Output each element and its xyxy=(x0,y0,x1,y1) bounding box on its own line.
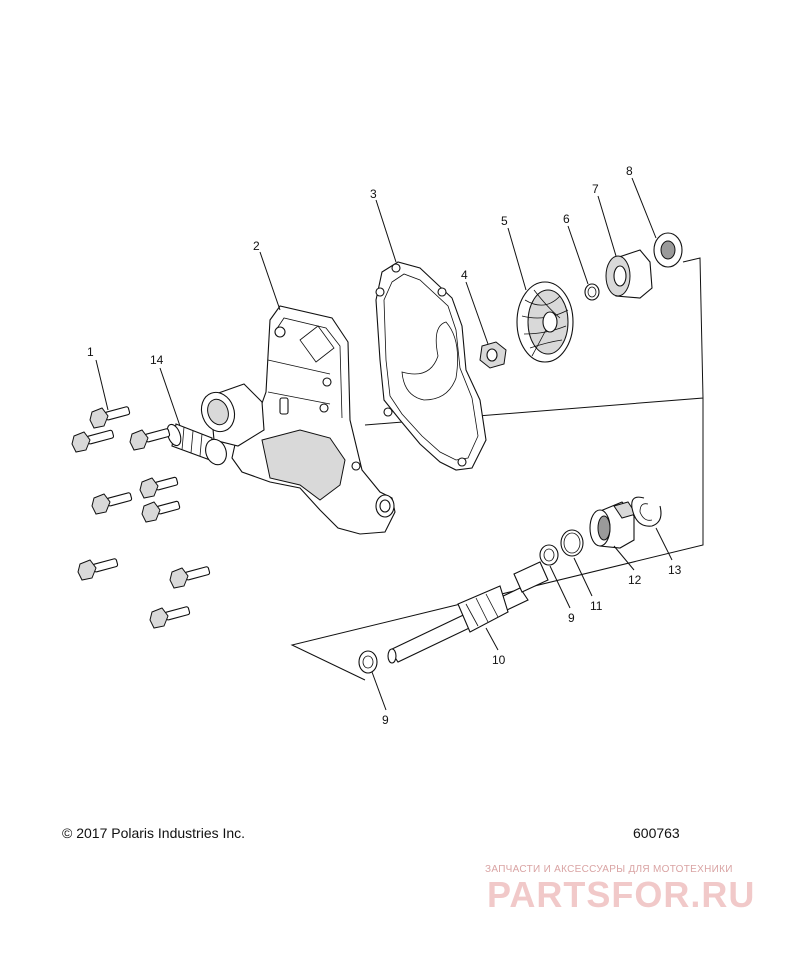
callout-2: 2 xyxy=(253,239,260,253)
seal-part xyxy=(605,249,653,299)
callout-14: 14 xyxy=(150,353,164,367)
callout-9-upper: 9 xyxy=(568,611,575,625)
callout-11: 11 xyxy=(590,599,603,613)
bolt xyxy=(77,558,119,581)
callout-4: 4 xyxy=(461,268,468,282)
snap-ring-part xyxy=(631,496,662,527)
copyright-notice: © 2017 Polaris Industries Inc. xyxy=(62,825,246,841)
small-ring-part xyxy=(584,283,600,301)
callout-5: 5 xyxy=(501,214,508,228)
bolt xyxy=(129,428,171,451)
bolt xyxy=(139,476,179,499)
callout-10: 10 xyxy=(492,653,506,667)
bolt xyxy=(89,406,131,429)
callout-6: 6 xyxy=(563,212,570,226)
shaft-washer-part xyxy=(358,544,559,674)
callout-8: 8 xyxy=(626,164,633,178)
callout-numbers: 1 2 3 4 5 6 7 8 14 9 11 10 12 13 9 xyxy=(87,164,682,727)
pump-housing-part xyxy=(200,305,396,535)
bolt xyxy=(91,492,133,515)
pump-shaft-part xyxy=(387,561,549,664)
hose-fitting-part xyxy=(166,423,227,466)
callout-13: 13 xyxy=(668,563,682,577)
bolt xyxy=(149,606,191,629)
callout-7: 7 xyxy=(592,182,599,196)
bolts-part xyxy=(71,406,211,629)
callout-3: 3 xyxy=(370,187,377,201)
figure-number: 600763 xyxy=(633,825,680,841)
impeller-part xyxy=(516,281,574,363)
gasket-part xyxy=(375,261,487,471)
leader-lines xyxy=(95,177,673,711)
bolt xyxy=(169,566,211,589)
o-ring-part xyxy=(560,529,584,557)
watermark-logo: PARTSFOR.RU xyxy=(487,874,756,915)
bolt xyxy=(141,500,181,523)
seal-washer-part xyxy=(653,232,683,268)
callout-1: 1 xyxy=(87,345,94,359)
callout-12: 12 xyxy=(628,573,642,587)
watermark-tagline: ЗАПЧАСТИ И АКСЕССУАРЫ ДЛЯ МОТОТЕХНИКИ xyxy=(485,864,733,875)
nut-part xyxy=(479,341,507,369)
bearing-part xyxy=(589,501,637,549)
bolt xyxy=(71,429,115,453)
callout-9-lower: 9 xyxy=(382,713,389,727)
